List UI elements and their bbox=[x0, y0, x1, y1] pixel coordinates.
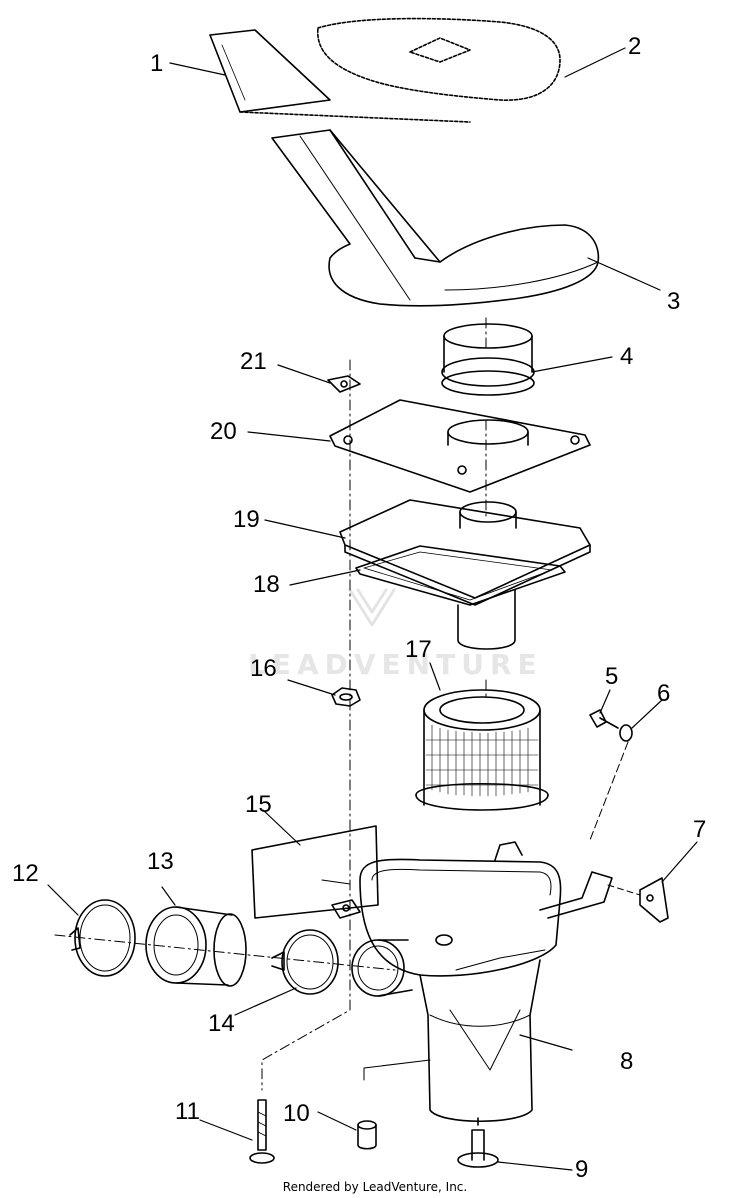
callout-18: 18 bbox=[253, 571, 280, 598]
part-14-clamp bbox=[271, 929, 339, 995]
callout-19: 19 bbox=[233, 506, 260, 533]
intake-centerline bbox=[54, 934, 396, 971]
part-10-spacer bbox=[357, 1120, 377, 1150]
callout-17: 17 bbox=[405, 636, 432, 663]
callout-16: 16 bbox=[250, 655, 277, 682]
callout-1: 1 bbox=[150, 50, 164, 77]
callout-5: 5 bbox=[605, 663, 619, 690]
callout-7: 7 bbox=[693, 816, 707, 843]
callout-21: 21 bbox=[240, 348, 267, 375]
callout-15: 15 bbox=[245, 791, 272, 818]
part-2-foam-pad bbox=[239, 17, 561, 123]
leadventure-logo-icon bbox=[348, 588, 396, 627]
part-16-nut bbox=[331, 687, 361, 707]
part-19-housing-lid bbox=[339, 499, 591, 606]
callout-9: 9 bbox=[575, 1156, 589, 1183]
part-11-bolt bbox=[249, 1099, 275, 1164]
callout-10: 10 bbox=[283, 1100, 310, 1127]
callout-20: 20 bbox=[210, 418, 237, 445]
part-21-clip-nut bbox=[327, 375, 361, 393]
part-7-bracket bbox=[607, 877, 669, 923]
part-1-fin bbox=[209, 29, 331, 113]
leader-lines bbox=[47, 47, 698, 1171]
part-13-intake-tube bbox=[145, 906, 247, 987]
part-4-boot bbox=[441, 323, 535, 396]
part-18-gasket bbox=[355, 545, 566, 650]
part-20-top-plate bbox=[329, 399, 591, 493]
footer-credit: Rendered by LeadVenture, Inc. bbox=[282, 1180, 468, 1194]
callout-4: 4 bbox=[620, 343, 634, 370]
callout-2: 2 bbox=[628, 33, 642, 60]
callout-13: 13 bbox=[147, 848, 174, 875]
part-17-filter bbox=[415, 689, 549, 811]
part-6-washer bbox=[619, 724, 633, 742]
callout-8: 8 bbox=[620, 1048, 634, 1075]
part-5-screw bbox=[589, 709, 619, 729]
part-8-airbox bbox=[331, 841, 613, 1122]
part-9-drain-valve bbox=[457, 1117, 499, 1168]
callout-14: 14 bbox=[208, 1010, 235, 1037]
watermark-text: LEADVENTURE bbox=[248, 648, 543, 681]
part-3-seat-cover bbox=[271, 129, 600, 307]
callout-6: 6 bbox=[657, 680, 671, 707]
callout-12: 12 bbox=[12, 860, 39, 887]
callout-3: 3 bbox=[667, 288, 681, 315]
stud-centerline bbox=[261, 359, 351, 1091]
callout-11: 11 bbox=[175, 1098, 200, 1125]
part-15-decal bbox=[251, 825, 379, 919]
